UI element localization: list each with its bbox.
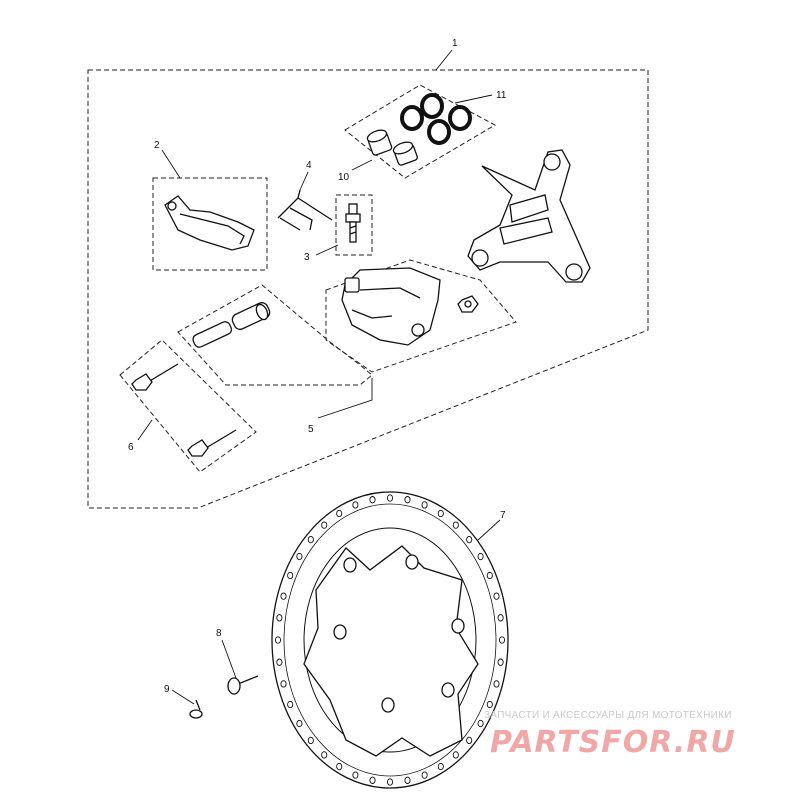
disc-vent-hole <box>386 778 394 786</box>
disc-vent-hole <box>321 751 328 759</box>
bleed-nipple-3 <box>345 203 361 243</box>
callout-8: 8 <box>216 628 222 639</box>
retaining-clip-4 <box>277 189 333 231</box>
disc-vent-hole <box>477 552 484 561</box>
leader-2 <box>161 149 181 179</box>
disc-vent-hole <box>276 614 283 622</box>
disc-vent-hole <box>452 751 459 759</box>
callout-10: 10 <box>338 172 350 183</box>
leader-8 <box>221 639 237 679</box>
disc-vent-hole <box>486 700 493 709</box>
caliper-nut <box>457 295 479 313</box>
disc-vent-hole <box>276 658 283 666</box>
leader-7 <box>477 519 501 541</box>
callout-9: 9 <box>164 684 170 695</box>
disc-vent-hole <box>321 521 328 529</box>
leader-4 <box>299 171 309 191</box>
leader-11 <box>454 94 493 104</box>
caliper-bracket <box>467 149 591 283</box>
disc-vent-hole <box>437 762 444 771</box>
disc-vent-hole <box>296 719 303 728</box>
disc-vent-hole <box>404 776 411 784</box>
disc-vent-hole <box>386 494 394 502</box>
caliper-body <box>341 267 441 346</box>
disc-vent-hole <box>336 509 343 518</box>
callout-11: 11 <box>496 90 507 101</box>
disc-vent-hole <box>369 496 376 504</box>
disc-vent-hole <box>274 636 282 644</box>
disc-vent-hole <box>493 680 500 688</box>
disc-vent-hole <box>421 501 428 509</box>
disc-vent-hole <box>280 592 287 600</box>
disc-vent-hole <box>336 762 343 771</box>
watermark-logo: PARTSFOR.RU <box>490 725 736 760</box>
disc-mount-holes <box>333 554 465 713</box>
callout-1: 1 <box>452 38 458 49</box>
disc-vent-hole <box>307 535 314 544</box>
brake-disc-7 <box>271 491 509 789</box>
leader-9 <box>171 689 195 705</box>
brake-pad-2 <box>164 195 255 251</box>
callout-2: 2 <box>154 140 160 151</box>
bolt-6-lower <box>187 429 237 457</box>
callout-3: 3 <box>304 252 310 263</box>
disc-bolt-8 <box>227 675 259 695</box>
assembly-outline <box>87 69 649 509</box>
slide-pins <box>192 302 271 348</box>
callout-6: 6 <box>128 442 134 453</box>
disc-vent-hole <box>498 636 506 644</box>
leader-6 <box>137 419 153 441</box>
disc-vent-hole <box>352 771 359 779</box>
disc-vent-hole <box>477 719 484 728</box>
seals-11 <box>400 93 472 145</box>
disc-vent-hole <box>307 736 314 745</box>
disc-vent-hole <box>497 614 504 622</box>
disc-vent-hole <box>352 501 359 509</box>
bleed-nipple-outline <box>335 194 373 256</box>
disc-vent-hole <box>452 521 459 529</box>
disc-vent-hole <box>493 592 500 600</box>
disc-vent-hole <box>404 496 411 504</box>
screw-9 <box>189 699 203 719</box>
caliper-outline <box>325 259 517 373</box>
disc-vent-hole <box>369 776 376 784</box>
disc-vent-hole <box>466 736 473 745</box>
bolts-outline <box>119 339 257 473</box>
seal-kit-outline <box>344 84 497 179</box>
callout-4: 4 <box>306 160 312 171</box>
disc-vent-hole <box>296 552 303 561</box>
watermark-subtitle: ЗАПЧАСТИ И АКСЕССУАРЫ ДЛЯ МОТОТЕХНИКИ <box>484 710 732 721</box>
brake-pads-outline <box>152 177 268 271</box>
leader-1 <box>435 49 453 71</box>
callout-5: 5 <box>308 424 314 435</box>
disc-vent-hole <box>421 771 428 779</box>
disc-vent-hole <box>287 571 294 580</box>
disc-vent-hole <box>466 535 473 544</box>
piston-10 <box>366 129 418 166</box>
leader-10 <box>351 159 373 171</box>
disc-vent-hole <box>437 509 444 518</box>
leader-5 <box>317 378 373 419</box>
disc-vent-hole <box>497 658 504 666</box>
disc-vent-hole <box>486 571 493 580</box>
disc-vent-holes <box>274 494 506 786</box>
bolt-6-upper <box>131 363 179 391</box>
disc-vent-hole <box>287 700 294 709</box>
leader-3 <box>315 244 339 256</box>
disc-vent-hole <box>280 680 287 688</box>
callout-7: 7 <box>500 510 506 521</box>
